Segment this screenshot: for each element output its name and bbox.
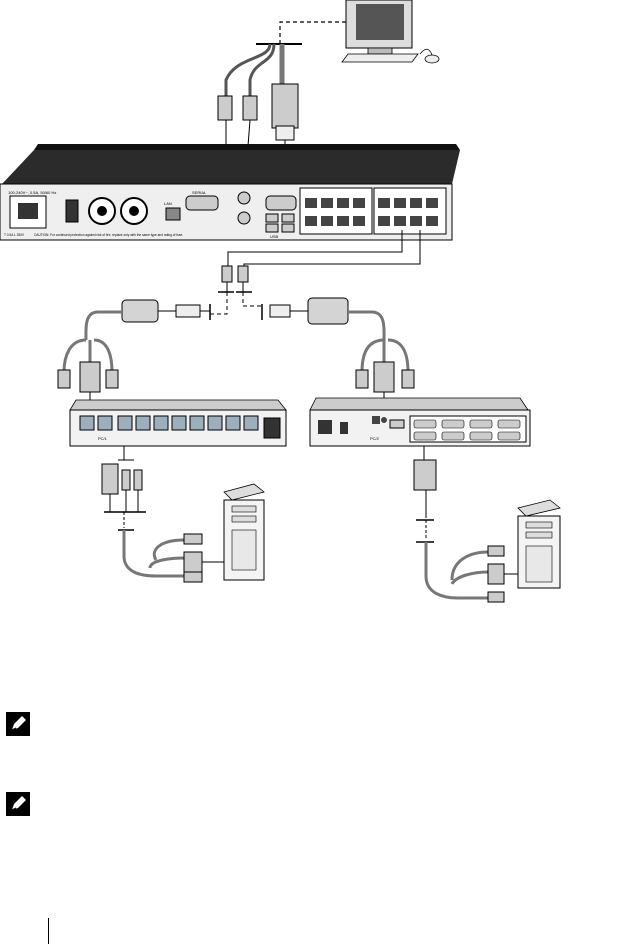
usb-port xyxy=(265,213,279,223)
fuse-label: T 0.5A L 250V xyxy=(4,233,25,237)
serial-label: SERIAL xyxy=(192,190,207,195)
right-server-tower xyxy=(517,499,561,589)
user-workstation xyxy=(341,0,440,64)
usb-label: USB xyxy=(270,234,279,239)
right-cascade-switch: PC/2 xyxy=(309,397,531,447)
right-switch-port-label: PC/2 xyxy=(370,436,380,441)
footer-rule xyxy=(48,918,49,944)
cat5-cables xyxy=(210,230,421,315)
ps2-port xyxy=(237,191,251,205)
left-server-tower xyxy=(223,483,265,581)
lan-port xyxy=(165,207,181,221)
power-switch xyxy=(65,199,79,223)
right-server-cable xyxy=(413,446,520,603)
monitor-cable-dashed xyxy=(279,21,346,44)
ps2-port xyxy=(237,211,251,225)
left-server-cable xyxy=(101,446,224,583)
keyboard xyxy=(341,53,419,63)
power-rating-label: 100-240V~, 0.5A, 50/60 Hz xyxy=(8,190,56,195)
usb-port xyxy=(281,213,295,223)
kvm-switch-rear-panel: 100-240V~, 0.5A, 50/60 Hz CAUTION: For c… xyxy=(0,144,460,241)
serial-port xyxy=(185,195,219,211)
right-dongle-cable xyxy=(348,310,410,373)
note-icon xyxy=(6,712,30,736)
interface-module-left xyxy=(121,299,211,323)
left-switch-port-label: PC/1 xyxy=(98,436,108,441)
lan-label: LAN xyxy=(164,201,172,206)
note-icon xyxy=(6,792,30,816)
vga-port xyxy=(265,195,297,211)
interface-module-right xyxy=(261,297,349,325)
rj45-port-block xyxy=(299,187,373,235)
left-cascade-switch: PC/1 xyxy=(69,399,287,447)
caution-label: CAUTION: For continued protection agains… xyxy=(34,233,183,237)
mouse xyxy=(424,54,440,64)
rj45-port-block xyxy=(373,187,447,235)
